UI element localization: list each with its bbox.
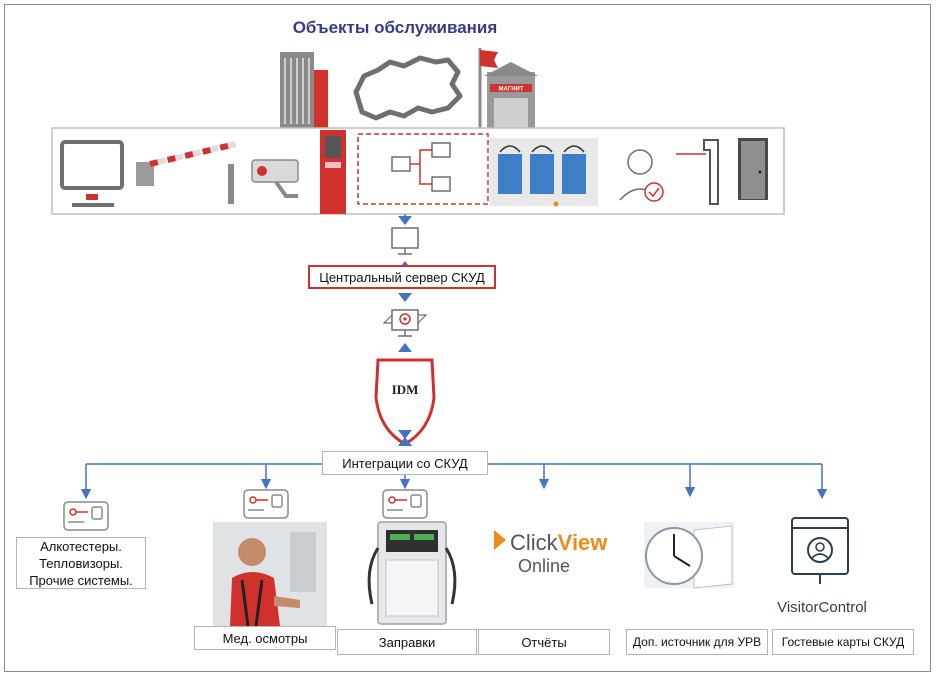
controllers-photo-icon: [490, 138, 598, 207]
arrow-up-to-integrations: [398, 437, 412, 446]
arrow-up-to-idm: [398, 343, 412, 352]
barrier-icon: [136, 141, 237, 186]
branch-alco-line-1: Алкотестеры.: [40, 538, 122, 554]
visitor-control-logo: VisitorControl: [777, 599, 867, 616]
arrow-down-from-server: [398, 293, 412, 302]
face-recognition-icon: [619, 149, 664, 202]
store-icon: [478, 48, 538, 128]
branch-reports: Отчёты: [478, 629, 610, 655]
fuel-dispenser-icon: [367, 521, 457, 625]
medical-exam-photo: [213, 522, 327, 627]
visitor-control-icon: [791, 517, 849, 584]
door-icon: [738, 138, 768, 200]
arrow-down-from-idm: [398, 430, 412, 439]
idm-label: IDM: [392, 382, 419, 397]
clickview-logo: ClickView: [510, 530, 608, 555]
clickview-play-icon: [494, 530, 506, 550]
branch-guest: Гостевые карты СКУД: [772, 629, 914, 655]
settings-monitor-icon: [382, 309, 428, 337]
branch-alco: Алкотестеры. Тепловизоры. Прочие системы…: [16, 537, 146, 589]
equipment-strip: [51, 127, 785, 215]
integrations-label: Интеграции со СКУД: [322, 451, 488, 475]
branch-alco-line-3: Прочие системы.: [29, 572, 133, 588]
branch-med: Мед. осмотры: [194, 626, 336, 650]
server-monitor-icon: [391, 227, 419, 255]
branch-fuel: Заправки: [337, 629, 477, 655]
office-building-icon: [280, 52, 328, 128]
terminal-icon: [320, 130, 346, 214]
camera-icon: [251, 159, 299, 198]
clock-calendar-icon: [644, 522, 734, 589]
russia-map-icon: [353, 55, 463, 121]
diagram-frame: [4, 4, 931, 672]
branch-urv: Доп. источник для УРВ: [626, 629, 768, 655]
turnstile-icon: [676, 139, 719, 205]
central-server-label: Центральный сервер СКУД: [308, 265, 496, 289]
store-sign: МАГНИТ: [498, 87, 523, 93]
branch-alco-line-2: Тепловизоры.: [39, 555, 123, 571]
diagram-title: Объекты обслуживания: [292, 18, 498, 37]
monitor-icon: [60, 140, 124, 207]
key-card-icon: [243, 489, 289, 519]
key-card-icon: [382, 489, 428, 519]
key-card-icon: [63, 501, 109, 531]
network-icon: [357, 133, 489, 205]
arrow-to-server: [398, 216, 412, 225]
clickview-online: Online: [518, 556, 570, 576]
turnstile-post-icon: [228, 164, 234, 204]
